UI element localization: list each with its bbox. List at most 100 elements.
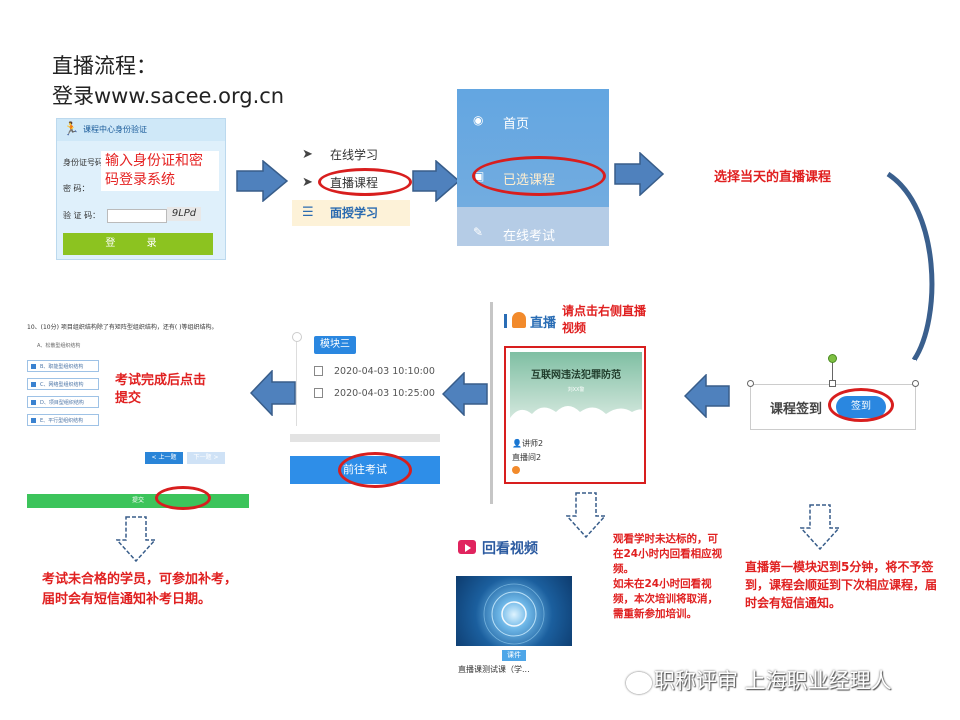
user-icon: 👤 xyxy=(512,439,522,448)
login-panel: 课程中心身份验证 🏃 身份证号码： 密 码： 验 证 码： 输入身份证和密码登录… xyxy=(56,118,226,260)
menu-item-face-study[interactable]: ☰ 面授学习 xyxy=(292,200,410,226)
exam-option-a[interactable]: A、松散型组织结构 xyxy=(27,342,80,349)
send-icon: ➤ xyxy=(302,147,313,162)
flow-arrow-right-3 xyxy=(614,152,664,196)
resize-handle xyxy=(829,380,836,387)
watermark: 职称评审 上海职业经理人 xyxy=(600,665,892,695)
live-video-thumbnail[interactable]: 互联网违法犯罪防范 刘XX警 xyxy=(510,352,642,432)
calendar-icon xyxy=(314,388,323,398)
replay-title: 回看视频 xyxy=(482,541,538,557)
title-accent-bar xyxy=(504,314,507,328)
replay-caption[interactable]: 直播课测试课（学... xyxy=(458,665,530,674)
option-label: D、项目型组织结构 xyxy=(40,400,84,406)
replay-video-thumbnail[interactable] xyxy=(456,576,572,646)
thumbnail-subtitle: 刘XX警 xyxy=(567,387,585,393)
flow-arrow-left-3 xyxy=(250,370,296,416)
list-icon: ☰ xyxy=(302,205,314,220)
sidebar-item-label: 在线考试 xyxy=(503,229,556,244)
captcha-image[interactable]: 9LPd xyxy=(167,207,201,221)
replay-panel: 回看视频 课件 直播课测试课（学... xyxy=(444,538,584,688)
exam-option-d[interactable]: D、项目型组织结构 xyxy=(27,396,99,408)
menu-item-label: 在线学习 xyxy=(330,148,379,162)
edit-icon: ✎ xyxy=(473,225,484,239)
timeline-line xyxy=(296,336,297,426)
presenter-icon xyxy=(512,312,526,328)
login-header: 课程中心身份验证 xyxy=(57,119,225,141)
live-panel: 直播 互联网违法犯罪防范 刘XX警 👤讲师2 直播间2 xyxy=(490,302,660,504)
login-overlay-note: 输入身份证和密码登录系统 xyxy=(101,151,219,191)
login-button[interactable]: 登 录 xyxy=(63,233,213,255)
sidebar-item-online-exam[interactable]: ✎ 在线考试 xyxy=(457,225,609,244)
rotate-handle-stem xyxy=(832,360,833,384)
thumbnail-title: 互联网违法犯罪防范 xyxy=(531,370,621,381)
timeline-dot xyxy=(292,332,302,342)
send-icon: ➤ xyxy=(302,175,313,190)
curved-connector xyxy=(886,171,935,362)
highlight-checkin xyxy=(828,388,894,422)
status-dot-icon xyxy=(512,466,520,474)
flow-arrow-left-1 xyxy=(684,374,730,418)
highlight-go-exam xyxy=(338,452,412,488)
courseware-badge: 课件 xyxy=(502,650,526,661)
intro-login-url: 登录www.sacee.org.cn xyxy=(52,84,285,108)
highlight-selected-courses xyxy=(472,156,606,196)
intro-title: 直播流程： xyxy=(52,54,157,78)
live-title: 直播 xyxy=(530,316,557,331)
flow-arrow-left-2 xyxy=(442,372,488,416)
exam-option-e[interactable]: E、平行型组织结构 xyxy=(27,414,99,426)
highlight-live-course xyxy=(318,168,412,196)
captcha-input[interactable] xyxy=(107,209,167,223)
option-label: C、网络型组织结构 xyxy=(40,382,84,388)
sidebar-item-home[interactable]: ◉ 首页 xyxy=(457,113,609,132)
checkin-label: 课程签到 xyxy=(770,402,823,417)
live-video-card[interactable]: 互联网违法犯罪防范 刘XX警 👤讲师2 直播间2 xyxy=(504,346,646,484)
password-label: 密 码： xyxy=(63,184,90,193)
exam-option-c[interactable]: C、网络型组织结构 xyxy=(27,378,99,390)
exam-submit-label: 考试完成后点击提交 xyxy=(115,372,217,408)
exam-page: 10、(10分) 项目组织结构除了有矩阵型组织结构，还有( )等组织结构。 A、… xyxy=(27,318,249,508)
option-label: B、职能型组织结构 xyxy=(40,364,84,370)
calendar-icon xyxy=(314,366,323,376)
watermark-text: 职称评审 上海职业经理人 xyxy=(654,669,892,693)
module-button[interactable]: 模块三 xyxy=(314,336,356,354)
flow-arrow-down-1 xyxy=(116,516,156,562)
option-label: E、平行型组织结构 xyxy=(40,418,84,424)
end-time: 2020-04-03 10:25:00 xyxy=(334,388,435,399)
flow-arrow-down-3 xyxy=(800,504,840,550)
submit-button[interactable]: 提交 xyxy=(27,494,249,508)
exam-option-b[interactable]: B、职能型组织结构 xyxy=(27,360,99,372)
lecturer-line: 👤讲师2 xyxy=(512,438,543,449)
divider xyxy=(490,302,493,504)
id-label: 身份证号码： xyxy=(63,158,111,167)
captcha-label: 验 证 码： xyxy=(63,211,101,220)
late-note: 直播第一模块迟到5分钟，将不予签到，课程会顺延到下次相应课程，届时会有短信通知。 xyxy=(745,560,938,610)
start-time: 2020-04-03 10:10:00 xyxy=(334,366,435,377)
sidebar-item-label: 首页 xyxy=(503,117,530,132)
flow-arrow-right-1 xyxy=(236,160,288,202)
lecturer-name: 讲师2 xyxy=(521,439,544,448)
rotate-handle xyxy=(828,354,837,363)
menu-item-label: 面授学习 xyxy=(330,206,379,220)
retake-note: 考试未合格的学员，可参加补考，届时会有短信通知补考日期。 xyxy=(42,572,238,607)
menu-item-online-study[interactable]: ➤ 在线学习 xyxy=(292,142,410,168)
choose-live-label: 选择当天的直播课程 xyxy=(714,170,832,185)
resize-handle xyxy=(747,380,754,387)
prev-question-button[interactable]: < 上一题 xyxy=(145,452,183,464)
exam-submit-text: 考试完成后点击提交 xyxy=(115,373,207,406)
wechat-icon xyxy=(626,672,652,694)
flow-arrow-down-2 xyxy=(566,492,606,538)
resize-handle xyxy=(912,380,919,387)
dashboard-icon: ◉ xyxy=(473,113,484,127)
highlight-submit xyxy=(155,486,211,510)
cloud-decoration xyxy=(510,406,642,432)
play-icon xyxy=(458,540,476,554)
sidebar-bottom-band xyxy=(457,207,609,246)
flow-arrow-right-2 xyxy=(412,160,460,202)
tech-pattern-decoration xyxy=(483,583,545,645)
live-room: 直播间2 xyxy=(512,453,542,462)
option-label: A、松散型组织结构 xyxy=(37,343,81,349)
next-question-button[interactable]: 下一题 > xyxy=(187,452,225,464)
exam-question: 10、(10分) 项目组织结构除了有矩阵型组织结构，还有( )等组织结构。 xyxy=(27,324,218,331)
progress-bar xyxy=(290,434,440,442)
click-video-text: 请点击右侧直播视频 xyxy=(562,304,647,335)
